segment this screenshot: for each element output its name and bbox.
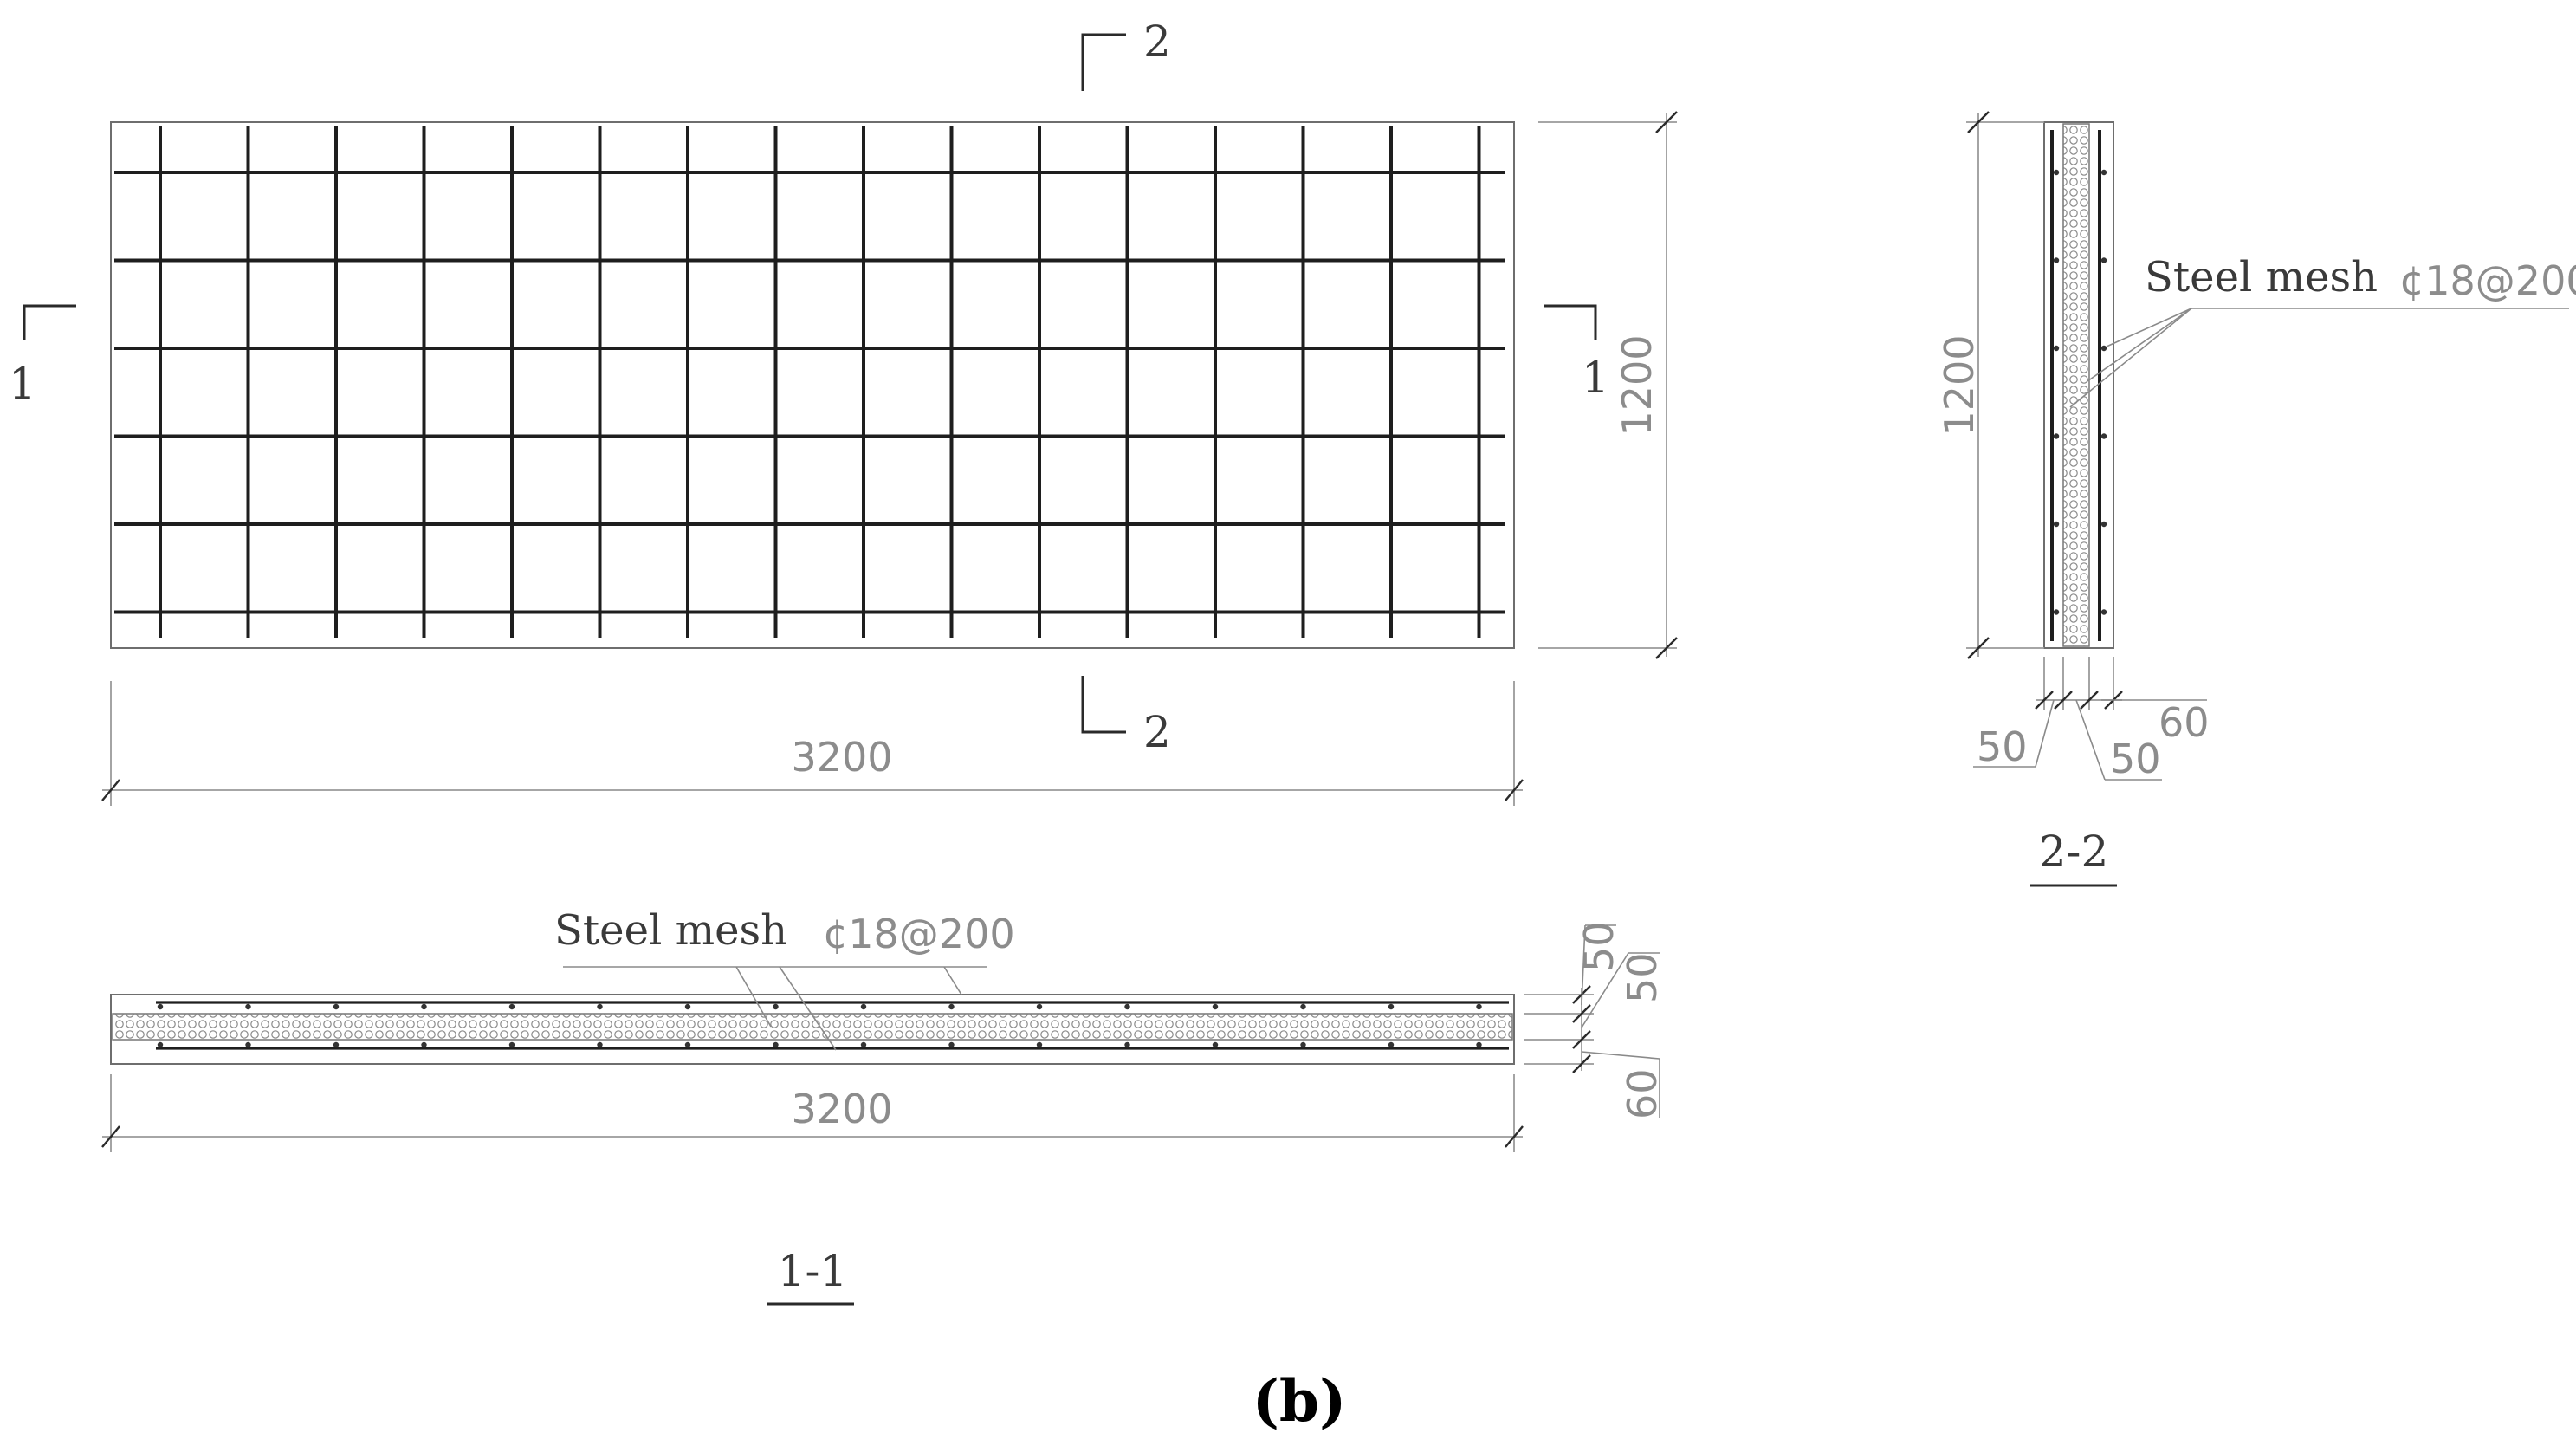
- section-1-1-rebar-dot: [1476, 1041, 1482, 1048]
- section-1-1-rebar-dot: [333, 1003, 340, 1010]
- section-1-1-rebar-dot: [157, 1041, 164, 1048]
- section-1-1-thickness-label-3: 60: [1619, 1068, 1666, 1119]
- section-2-2-rebar-dot: [2053, 257, 2060, 263]
- plan-height-dimension: 1200: [1538, 111, 1678, 659]
- section-1-1-rebar-dot: [245, 1003, 251, 1010]
- plan-steel-grid: [114, 126, 1505, 638]
- section-1-1-rebar-dot: [1476, 1003, 1482, 1010]
- section-1-1-rebar-dot: [1124, 1041, 1130, 1048]
- plan-height-label: 1200: [1614, 334, 1660, 436]
- section-2-2: 1200 Steel mesh ¢18@200 50: [1936, 111, 2576, 887]
- section-1-1-rebar-dot: [1036, 1003, 1043, 1010]
- section-2-2-thickness-label-2: 50: [2110, 736, 2161, 782]
- section-2-2-rebar-dot: [2053, 169, 2060, 176]
- section-1-1-rebar-dot: [1388, 1041, 1395, 1048]
- section-2-2-mesh-spec: ¢18@200: [2399, 257, 2576, 304]
- section-1-1-rebar-dot: [157, 1003, 164, 1010]
- plan-length-dimension: 3200: [101, 681, 1524, 806]
- plan-view: 3200 1200 1 1 2 2: [9, 16, 1678, 806]
- section-1-1-rebar-dot: [948, 1003, 955, 1010]
- section-1-1-rebar-dot: [597, 1003, 603, 1010]
- section-1-1-thickness-label-2: 50: [1619, 952, 1666, 1003]
- section-2-2-rebar-dot: [2053, 433, 2060, 439]
- section-1-1-rebar-dot: [773, 1003, 779, 1010]
- section-1-1-rebar-dot: [508, 1041, 515, 1048]
- section-1-1-rebar-dot: [1300, 1003, 1306, 1010]
- section-1-1-rebar-dot: [1300, 1041, 1306, 1048]
- section-2-mark-top: 2: [1143, 16, 1171, 67]
- figure-caption: (b): [1252, 1367, 1347, 1435]
- section-1-1-insulation-core: [112, 1013, 1513, 1041]
- section-2-2-outline: [2043, 121, 2114, 649]
- section-1-1-rebar-dot: [508, 1003, 515, 1010]
- section-2-2-rebar-dot: [2100, 433, 2107, 439]
- section-1-1-rebar-dot: [860, 1003, 867, 1010]
- section-1-1-rebar-dot: [948, 1041, 955, 1048]
- section-2-2-rebar-dots: [2053, 169, 2107, 615]
- section-2-2-thickness-label-1: 50: [1977, 723, 2028, 770]
- section-1-1-mesh-leaders: [563, 966, 987, 1051]
- section-1-1-rebar-dot: [421, 1041, 427, 1048]
- section-1-1-rebar-dot: [773, 1041, 779, 1048]
- section-1-1-rebar-dot: [860, 1041, 867, 1048]
- section-2-2-rebar-dot: [2100, 257, 2107, 263]
- section-1-1-rebar-dot: [245, 1041, 251, 1048]
- section-2-2-height-label: 1200: [1936, 334, 1983, 436]
- section-1-1-thickness-label-1: 50: [1576, 921, 1622, 972]
- section-1-1: Steel mesh ¢18@200 3200: [101, 906, 1666, 1306]
- section-1-1-rebar-dot: [333, 1041, 340, 1048]
- section-2-2-insulation-core: [2062, 123, 2090, 647]
- section-2-2-title: 2-2: [2039, 827, 2109, 877]
- section-2-2-mesh-label: Steel mesh: [2145, 253, 2378, 302]
- section-1-1-length-dimension: 3200: [101, 1074, 1524, 1152]
- section-1-1-rebar-dot: [1036, 1041, 1043, 1048]
- section-1-1-rebar-dot: [421, 1003, 427, 1010]
- section-2-2-rebar-dot: [2053, 521, 2060, 528]
- plan-length-label: 3200: [791, 734, 892, 781]
- section-1-mark-right: 1: [1582, 353, 1609, 403]
- section-2-2-rebar-dot: [2053, 609, 2060, 615]
- section-2-mark-bottom: 2: [1143, 707, 1171, 757]
- section-1-1-rebar-dots: [157, 1003, 1482, 1048]
- section-1-cut-markers: 1 1: [9, 304, 1609, 409]
- section-1-1-rebar-dot: [1212, 1041, 1219, 1048]
- section-2-2-rebar-dot: [2100, 169, 2107, 176]
- section-1-1-title: 1-1: [778, 1246, 848, 1296]
- section-2-2-rebar-dot: [2100, 521, 2107, 528]
- section-1-1-mesh-spec: ¢18@200: [823, 911, 1015, 957]
- section-1-1-rebar-dot: [1124, 1003, 1130, 1010]
- section-2-2-rebar-dot: [2100, 609, 2107, 615]
- section-1-1-length-label: 3200: [791, 1086, 892, 1132]
- section-1-1-rebar-dot: [684, 1003, 691, 1010]
- section-1-1-thickness-dimension: 50 50 60: [1524, 921, 1666, 1119]
- plan-panel-outline: [110, 121, 1515, 649]
- section-1-1-outline: [110, 994, 1515, 1065]
- section-1-1-rebar-dot: [1388, 1003, 1395, 1010]
- section-1-1-mesh-label: Steel mesh: [554, 906, 787, 955]
- section-2-2-height-dimension: 1200: [1936, 111, 2044, 659]
- section-1-mark-left: 1: [9, 359, 36, 409]
- section-2-2-rebar-dot: [2053, 345, 2060, 352]
- section-2-2-rebar-dot: [2100, 345, 2107, 352]
- section-1-1-rebar-dot: [1212, 1003, 1219, 1010]
- section-1-1-rebar-dot: [684, 1041, 691, 1048]
- section-2-2-mesh-leaders: [2069, 308, 2569, 408]
- section-2-cut-markers: 2 2: [1081, 16, 1171, 757]
- section-2-2-thickness-label-3: 60: [2159, 699, 2210, 746]
- section-2-2-thickness-dimension: 50 50 60: [1973, 657, 2210, 782]
- section-1-1-rebar-dot: [597, 1041, 603, 1048]
